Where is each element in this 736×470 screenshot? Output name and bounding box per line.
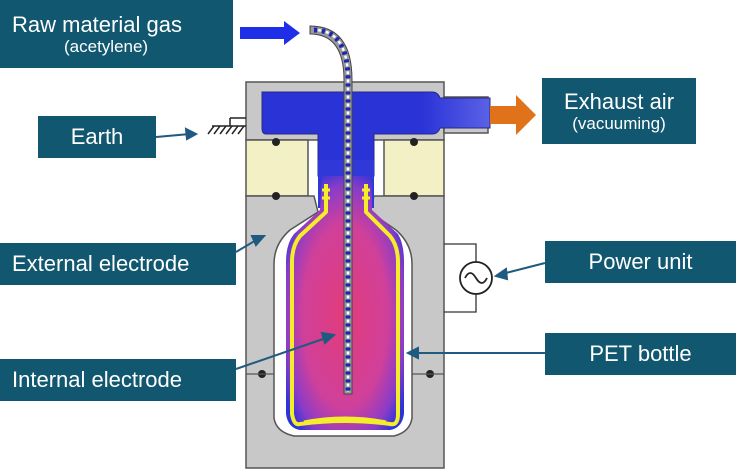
power-unit-text: Power unit xyxy=(588,249,693,275)
internal-electrode-core xyxy=(313,27,351,392)
earth-text: Earth xyxy=(70,124,124,150)
exhaust-air-label: Exhaust air (vacuuming) xyxy=(542,78,696,144)
earth-pointer xyxy=(155,133,191,138)
insulator-left xyxy=(245,139,309,197)
ground-icon xyxy=(207,117,246,135)
pet-bottle-wall xyxy=(290,184,400,427)
raw-material-gas-sub: (acetylene) xyxy=(64,36,149,56)
outflow-arrow-icon xyxy=(490,95,536,135)
internal-electrode-label: Internal electrode xyxy=(0,359,236,401)
pet-bottle-text: PET bottle xyxy=(589,341,692,367)
raw-material-gas-title: Raw material gas xyxy=(12,11,182,37)
internal-electrode-text: Internal electrode xyxy=(12,367,182,393)
pet-bottle-base xyxy=(303,416,387,424)
power-circuit xyxy=(444,243,477,313)
power-unit-label: Power unit xyxy=(545,241,736,283)
external-electrode-label: External electrode xyxy=(0,243,236,285)
internal-electrode-pointer xyxy=(235,337,327,370)
external-electrode-text: External electrode xyxy=(12,251,190,277)
gas-manifold xyxy=(261,91,491,177)
raw-material-gas-label: Raw material gas (acetylene) xyxy=(0,0,233,68)
earth-label: Earth xyxy=(38,116,156,158)
power-unit-pointer xyxy=(501,262,546,275)
exhaust-air-title: Exhaust air xyxy=(563,88,675,114)
bottle-threads xyxy=(322,188,370,200)
insulator-right xyxy=(383,139,445,197)
ac-source-icon xyxy=(459,261,493,295)
inflow-arrow-icon xyxy=(240,21,300,45)
exhaust-air-sub: (vacuuming) xyxy=(572,113,666,133)
pointer-arrows xyxy=(155,127,546,370)
external-electrode-body xyxy=(245,195,445,469)
pet-bottle-label: PET bottle xyxy=(545,333,736,375)
